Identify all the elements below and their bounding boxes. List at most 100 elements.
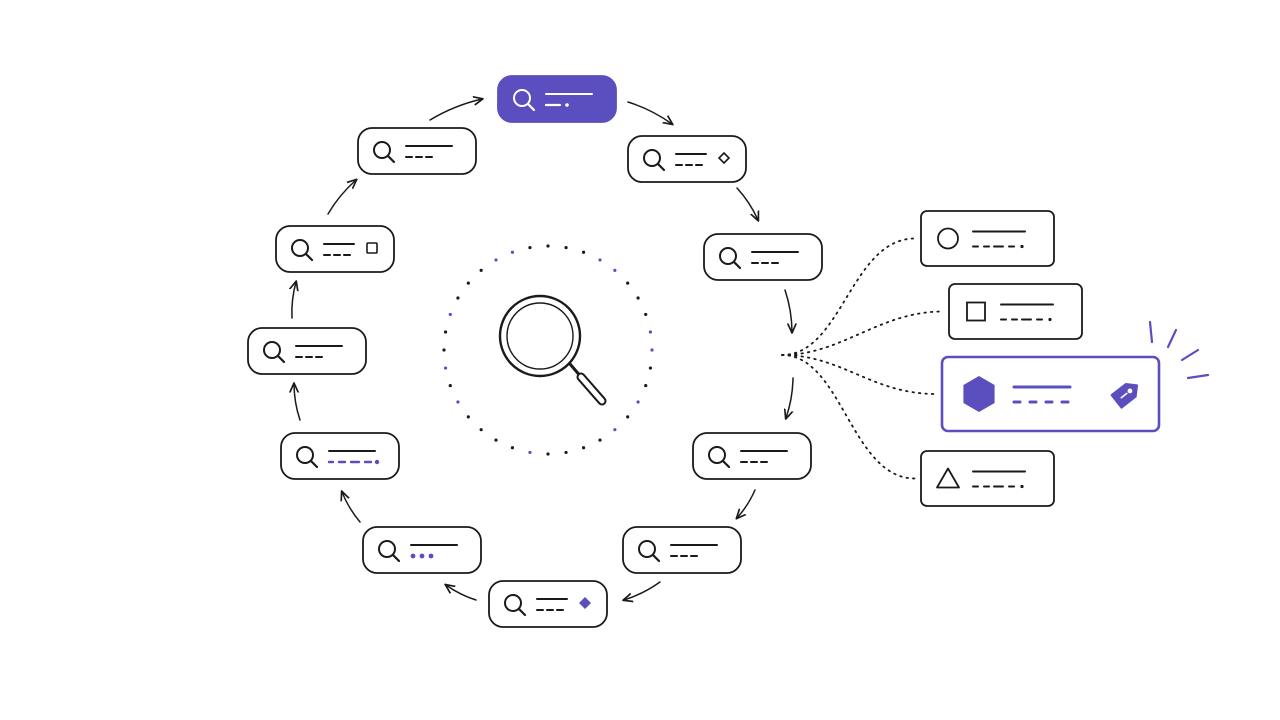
ring-dot	[528, 450, 532, 455]
result-cards	[920, 210, 1210, 507]
search-icon-handle	[517, 607, 527, 617]
card-frame	[703, 233, 823, 281]
search-icon	[513, 89, 536, 112]
search-icon	[638, 540, 661, 563]
result-dot	[1048, 317, 1052, 322]
ring-dot	[494, 438, 498, 442]
connector-line	[781, 237, 916, 356]
ring-dot	[581, 250, 586, 254]
search-icon	[719, 247, 742, 270]
card-left-3	[280, 432, 400, 480]
search-icon-lens	[378, 540, 396, 558]
cycle-arrow	[737, 489, 756, 518]
ring-dot	[546, 452, 550, 456]
result-hexagon	[940, 320, 1210, 433]
connector-line	[781, 354, 937, 395]
magnifier-rim	[498, 294, 582, 378]
ring-dot	[644, 312, 648, 317]
ring-dot	[448, 312, 452, 317]
search-icon-lens	[296, 446, 314, 464]
sparkle-ray	[1180, 348, 1200, 362]
result-frame	[920, 450, 1055, 507]
card-frame	[362, 526, 482, 574]
diamond-icon	[579, 597, 591, 609]
magnifier-icon	[498, 294, 607, 406]
search-icon-lens	[643, 149, 661, 167]
diamond-icon	[717, 151, 731, 165]
ring-dot	[466, 415, 470, 419]
ring-dot	[581, 446, 586, 450]
search-icon-lens	[504, 594, 522, 612]
ring-dot	[613, 268, 617, 272]
search-icon-lens	[263, 341, 281, 359]
search-icon-handle	[656, 162, 666, 172]
connector-line	[781, 354, 916, 480]
search-icon-handle	[309, 459, 319, 469]
result-connectors	[781, 237, 944, 480]
card-dot	[374, 459, 380, 465]
hexagon-icon	[963, 376, 995, 412]
search-icon-lens	[291, 239, 309, 257]
magnifier-handle-inner	[578, 374, 605, 404]
ring-dot	[636, 400, 640, 404]
sparkle-ray	[1186, 373, 1210, 380]
ring-dot	[510, 250, 515, 254]
search-icon	[291, 239, 314, 262]
card-left-1	[275, 225, 395, 273]
ring-dot	[479, 268, 483, 272]
card-frame	[692, 432, 812, 480]
tag-icon	[1110, 383, 1139, 409]
cycle-arrow	[294, 384, 301, 421]
search-icon-lens	[638, 540, 656, 558]
ring-dot	[546, 244, 550, 248]
ring-dot	[644, 383, 648, 388]
cycle-arrows	[292, 99, 793, 600]
card-frame	[357, 127, 477, 175]
card-frame	[622, 526, 742, 574]
result-square	[948, 283, 1083, 340]
cycle-cards	[247, 75, 823, 628]
ring-dot	[494, 258, 498, 262]
ring-dot	[650, 348, 654, 352]
card-right-4	[622, 526, 742, 574]
cycle-arrow	[327, 180, 356, 215]
search-icon-lens	[719, 247, 737, 265]
search-icon	[378, 540, 401, 563]
card-top	[497, 75, 617, 123]
ring-dot	[598, 438, 602, 442]
card-frame	[497, 75, 617, 123]
search-icon-lens	[513, 89, 531, 107]
ring-dot	[626, 281, 630, 285]
search-icon-handle	[732, 260, 742, 270]
result-frame	[920, 210, 1055, 267]
sparkle-ray	[1166, 328, 1178, 349]
ring-dot	[648, 366, 653, 370]
cycle-arrow	[342, 492, 361, 523]
search-icon	[643, 149, 666, 172]
result-circle	[920, 210, 1055, 267]
search-icon-lens	[708, 446, 726, 464]
result-frame	[948, 283, 1083, 340]
circle-icon	[937, 227, 959, 250]
ring-dot	[456, 400, 460, 404]
tag-key	[1120, 392, 1128, 399]
cycle-arrow	[786, 377, 794, 418]
search-icon-handle	[276, 354, 286, 364]
sparkle-ray	[1148, 320, 1154, 344]
cycle-arrow	[627, 101, 672, 124]
card-frame	[627, 135, 747, 183]
ring-dot	[443, 366, 448, 370]
square-icon	[966, 301, 986, 322]
search-icon	[373, 141, 396, 164]
ring-dot	[448, 383, 452, 388]
search-icon	[504, 594, 527, 617]
card-dot	[428, 553, 434, 559]
ring-dot	[443, 330, 448, 334]
card-left-0	[357, 127, 477, 175]
search-icon	[296, 446, 319, 469]
card-bottom	[488, 580, 608, 628]
card-right-2	[703, 233, 823, 281]
search-icon-handle	[721, 459, 731, 469]
cycle-arrow	[429, 99, 482, 121]
